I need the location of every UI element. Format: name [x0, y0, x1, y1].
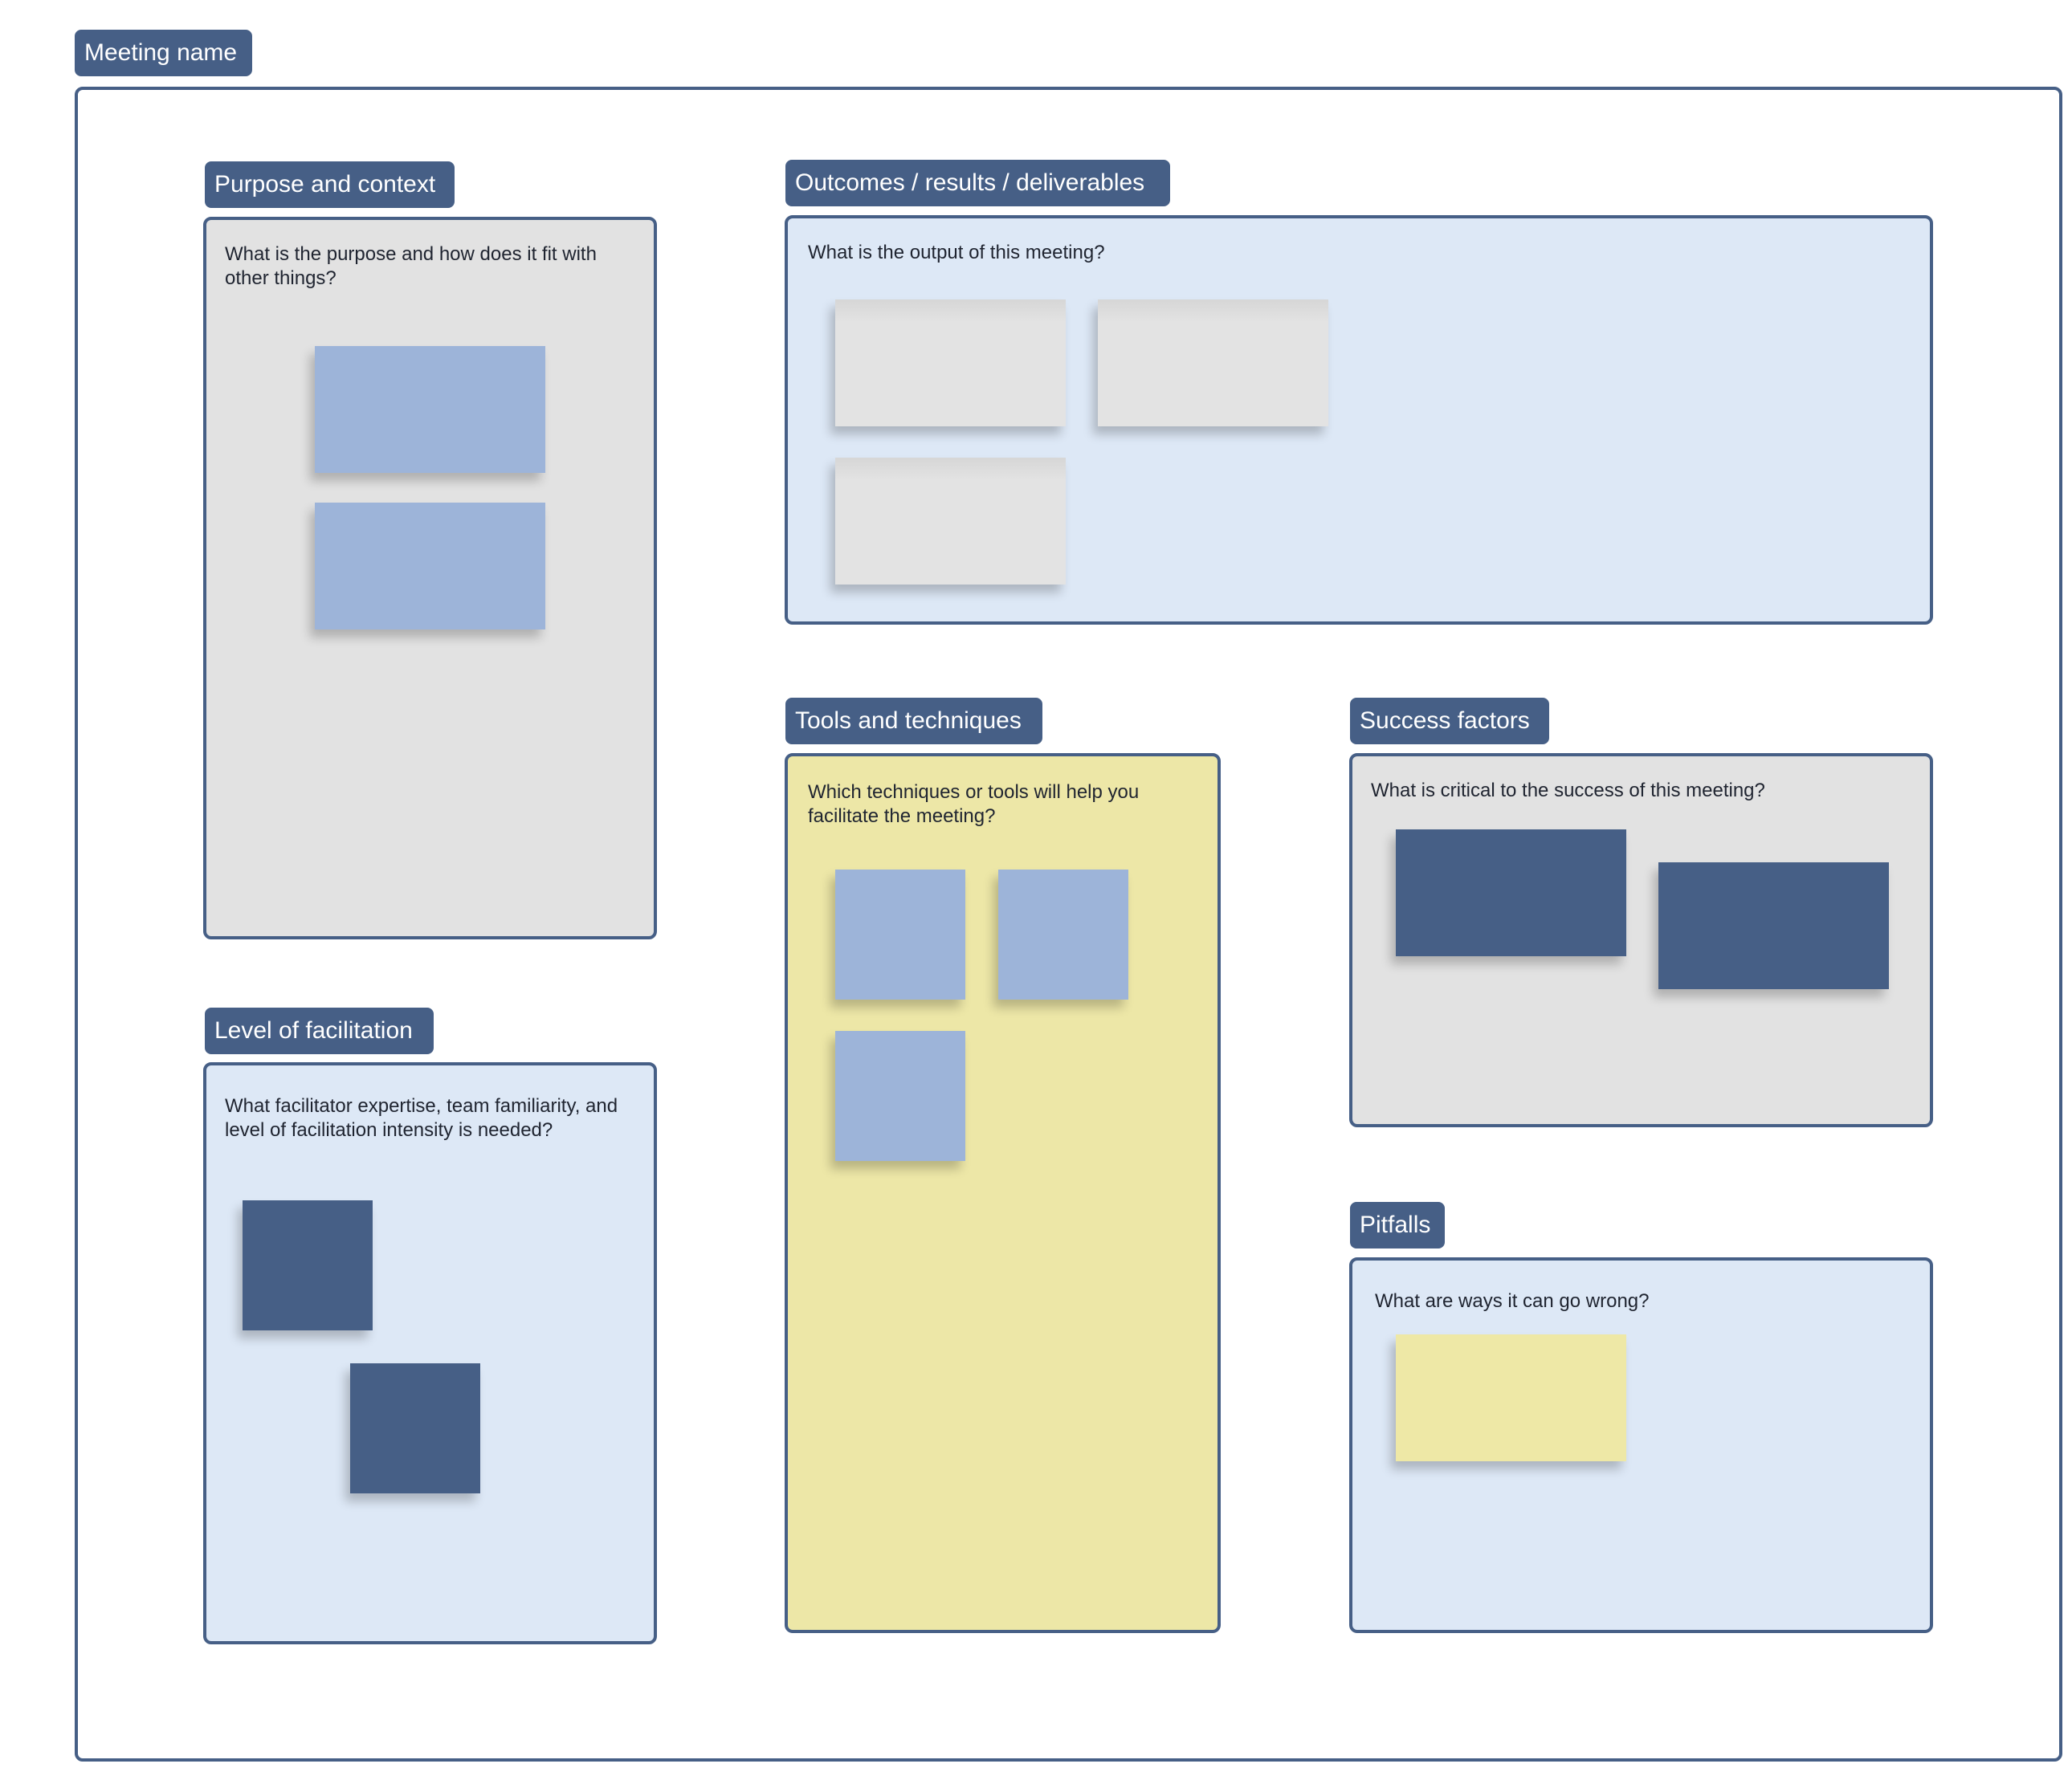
tools-prompt: Which techniques or tools will help you … [808, 781, 1140, 827]
pitfalls-prompt: What are ways it can go wrong? [1375, 1290, 1650, 1312]
facilitation-prompt: What facilitator expertise, team familia… [225, 1095, 618, 1141]
sticky-note[interactable] [315, 346, 545, 473]
sticky-note[interactable] [243, 1200, 373, 1330]
sticky-note[interactable] [350, 1363, 480, 1493]
pitfalls-section-panel: What are ways it can go wrong? [1349, 1257, 1933, 1633]
facilitation-section-title[interactable]: Level of facilitation [205, 1008, 434, 1054]
sticky-note[interactable] [835, 458, 1066, 585]
sticky-note[interactable] [1098, 299, 1328, 426]
outcomes-section-panel: What is the output of this meeting? [785, 215, 1933, 625]
tools-section-panel: Which techniques or tools will help you … [785, 753, 1221, 1633]
purpose-section-title[interactable]: Purpose and context [205, 161, 455, 208]
sticky-note[interactable] [835, 870, 965, 1000]
meeting-name-label[interactable]: Meeting name [75, 30, 252, 76]
outcomes-section-title[interactable]: Outcomes / results / deliverables [785, 160, 1170, 206]
success-section-panel: What is critical to the success of this … [1349, 753, 1933, 1127]
purpose-section-panel: What is the purpose and how does it fit … [203, 217, 657, 939]
tools-section-title[interactable]: Tools and techniques [785, 698, 1042, 744]
success-section-title[interactable]: Success factors [1350, 698, 1549, 744]
success-prompt: What is critical to the success of this … [1371, 780, 1765, 801]
sticky-note[interactable] [1658, 862, 1889, 989]
facilitation-section-panel: What facilitator expertise, team familia… [203, 1062, 657, 1644]
sticky-note[interactable] [835, 299, 1066, 426]
outcomes-prompt: What is the output of this meeting? [808, 242, 1105, 263]
purpose-prompt: What is the purpose and how does it fit … [225, 243, 597, 289]
sticky-note[interactable] [315, 503, 545, 629]
sticky-note[interactable] [1396, 1334, 1626, 1461]
sticky-note[interactable] [835, 1031, 965, 1161]
pitfalls-section-title[interactable]: Pitfalls [1350, 1202, 1445, 1248]
sticky-note[interactable] [998, 870, 1128, 1000]
sticky-note[interactable] [1396, 829, 1626, 956]
